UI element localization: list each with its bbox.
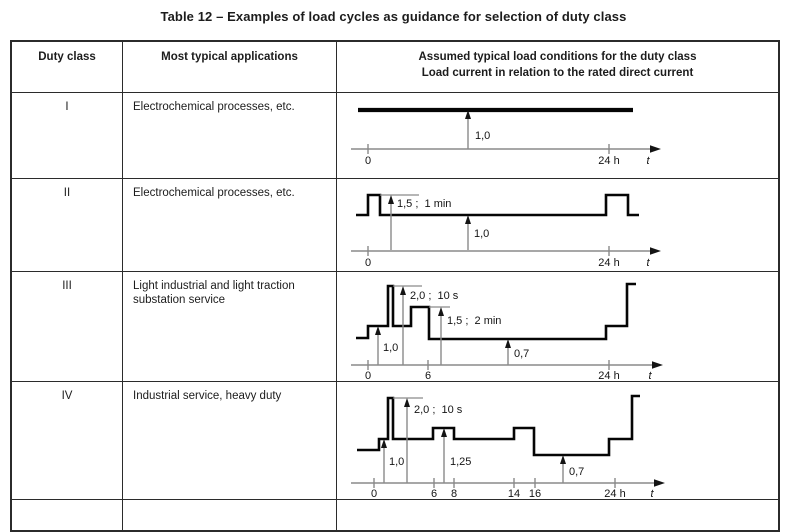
table-row-partial (12, 499, 778, 530)
load-cycle-chart-III: 2,0 ; 10 s 1,5 ; 2 min 1,0 0,7 0 6 24 h … (351, 282, 663, 381)
empty-cell (123, 500, 337, 530)
load-cycle-chart-I: 1,0 0 24 h t (351, 107, 661, 167)
load-level-label: 1,5 ; 1 min (397, 198, 451, 210)
empty-cell (337, 500, 778, 530)
axis-tick-label: 24 h (598, 155, 619, 167)
axis-tick-label: 6 (425, 370, 431, 381)
load-cycle-diagram-III: 2,0 ; 10 s 1,5 ; 2 min 1,0 0,7 0 6 24 h … (337, 272, 778, 381)
load-level-label: 0,7 (514, 348, 529, 360)
load-cycle-diagram-IV: 2,0 ; 10 s 1,0 1,25 0,7 0 6 (337, 382, 778, 499)
axis-tick-label: 24 h (604, 488, 625, 499)
table-row-duty-class-II: II Electrochemical processes, etc. 1,5 ;… (12, 178, 778, 271)
load-cycle-diagram-II: 1,5 ; 1 min 1,0 0 24 h t (337, 179, 778, 271)
axis-arrowhead (654, 479, 665, 487)
application-text: Light industrial and light traction subs… (123, 272, 337, 381)
waveform-line (356, 282, 636, 341)
axis-tick-label: 24 h (598, 257, 619, 269)
header-load-conditions-line2: Load current in relation to the rated di… (421, 66, 694, 79)
arrowhead (465, 110, 471, 119)
table-title: Table 12 – Examples of load cycles as gu… (160, 9, 627, 24)
arrowhead (404, 398, 410, 407)
arrowhead (388, 195, 394, 204)
load-level-label: 1,5 ; 2 min (447, 315, 501, 327)
load-level-label: 1,0 (389, 456, 404, 468)
load-level-label: 1,0 (475, 130, 490, 142)
load-level-label: 1,25 (450, 456, 471, 468)
table-row-duty-class-I: I Electrochemical processes, etc. 1,0 0 … (12, 92, 778, 178)
application-text: Electrochemical processes, etc. (123, 179, 337, 271)
arrowhead (465, 215, 471, 224)
arrowhead (400, 286, 406, 295)
time-axis-label: t (648, 370, 652, 381)
arrowhead (381, 439, 387, 448)
table-header-row: Duty class Most typical applications Ass… (12, 42, 778, 92)
time-axis-label: t (646, 155, 650, 167)
header-load-conditions: Assumed typical load conditions for the … (337, 42, 778, 92)
header-load-conditions-line1: Assumed typical load conditions for the … (418, 51, 697, 63)
arrowhead (438, 307, 444, 316)
arrowhead (375, 326, 381, 335)
axis-tick-label: 0 (365, 370, 371, 381)
empty-cell (12, 500, 123, 530)
waveform-line (356, 193, 639, 217)
axis-arrowhead (650, 247, 661, 255)
axis-tick-label: 0 (365, 155, 371, 167)
load-cycle-diagram-I: 1,0 0 24 h t (337, 93, 778, 178)
load-level-label: 2,0 ; 10 s (410, 290, 459, 302)
axis-tick-label: 14 (508, 488, 520, 499)
application-text: Electrochemical processes, etc. (123, 93, 337, 178)
load-level-label: 0,7 (569, 466, 584, 478)
header-duty-class: Duty class (12, 42, 123, 92)
load-level-label: 1,0 (383, 342, 398, 354)
waveform-line (357, 394, 640, 457)
application-text: Industrial service, heavy duty (123, 382, 337, 499)
load-cycle-chart-II: 1,5 ; 1 min 1,0 0 24 h t (351, 193, 661, 269)
axis-tick-label: 8 (451, 488, 457, 499)
load-level-label: 2,0 ; 10 s (414, 404, 463, 416)
axis-tick-label: 6 (431, 488, 437, 499)
table-row-duty-class-IV: IV Industrial service, heavy duty 2,0 ; … (12, 381, 778, 499)
arrowhead (505, 339, 511, 348)
duty-class-value: III (12, 272, 123, 381)
axis-tick-label: 0 (371, 488, 377, 499)
arrowhead (560, 455, 566, 464)
load-level-label: 1,0 (474, 228, 489, 240)
duty-class-value: II (12, 179, 123, 271)
axis-tick-label: 16 (529, 488, 541, 499)
axis-arrowhead (650, 145, 661, 153)
axis-tick-label: 0 (365, 257, 371, 269)
duty-class-value: IV (12, 382, 123, 499)
duty-class-value: I (12, 93, 123, 178)
duty-class-table: Duty class Most typical applications Ass… (10, 40, 780, 532)
axis-tick-label: 24 h (598, 370, 619, 381)
table-row-duty-class-III: III Light industrial and light traction … (12, 271, 778, 381)
load-cycle-chart-IV: 2,0 ; 10 s 1,0 1,25 0,7 0 6 (351, 394, 665, 499)
arrowhead (441, 428, 447, 437)
header-applications: Most typical applications (123, 42, 337, 92)
time-axis-label: t (646, 257, 650, 269)
time-axis-label: t (650, 488, 654, 499)
axis-arrowhead (652, 361, 663, 369)
